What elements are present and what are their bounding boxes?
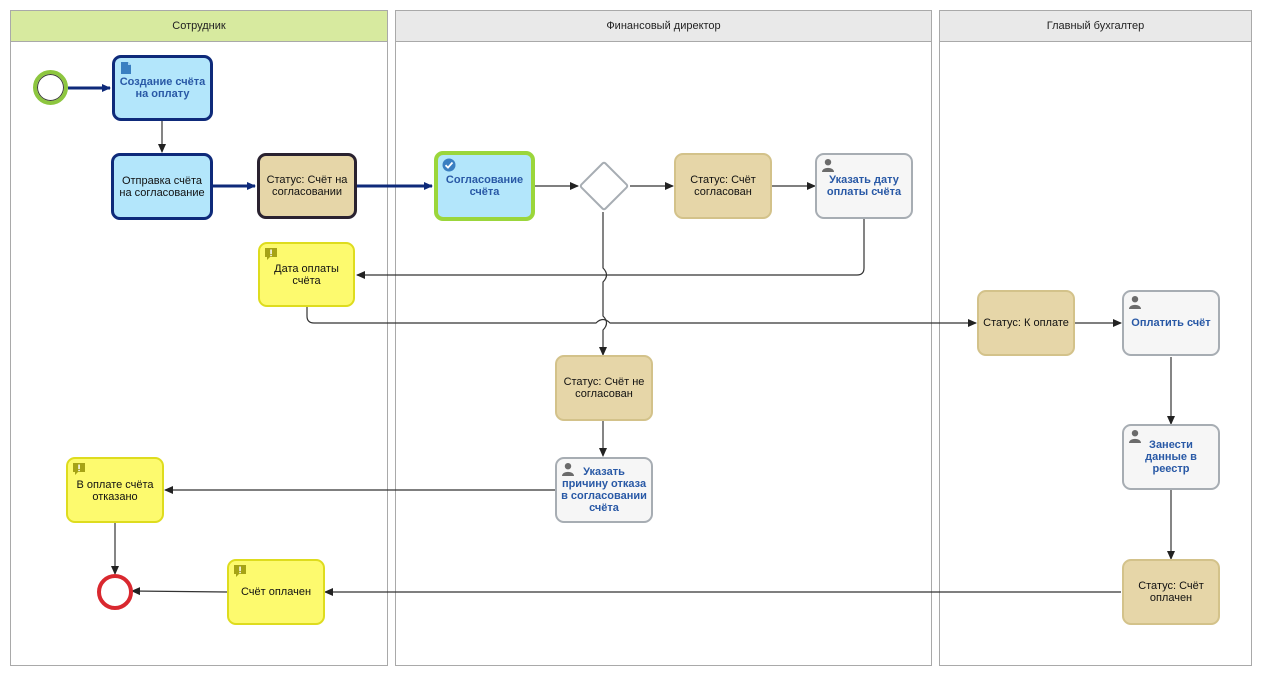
task-pay-invoice-label: Оплатить счёт — [1131, 317, 1211, 329]
task-specify-reject-reason-label: Указать причину отказа в согласовании сч… — [561, 466, 647, 514]
note-payment-date[interactable]: Дата оплаты счёта — [258, 242, 355, 307]
task-set-payment-date[interactable]: Указать дату оплаты счёта — [815, 153, 913, 219]
task-specify-reject-reason[interactable]: Указать причину отказа в согласовании сч… — [555, 457, 653, 523]
user-icon — [562, 463, 574, 476]
message-icon — [234, 565, 246, 577]
note-payment-refused[interactable]: В оплате счёта отказано — [66, 457, 164, 523]
lane-chief-accountant-header: Главный бухгалтер — [940, 11, 1251, 42]
lane-employee-header: Сотрудник — [11, 11, 387, 42]
note-payment-date-label: Дата оплаты счёта — [274, 262, 339, 287]
start-event[interactable] — [33, 70, 68, 105]
status-on-approval[interactable]: Статус: Счёт на согласовании — [257, 153, 357, 219]
status-to-pay[interactable]: Статус: К оплате — [977, 290, 1075, 356]
task-create-invoice-label: Создание счёта на оплату — [119, 76, 206, 100]
status-approved[interactable]: Статус: Счёт согласован — [674, 153, 772, 219]
check-icon — [442, 158, 456, 172]
task-send-for-approval[interactable]: Отправка счёта на согласование — [111, 153, 213, 220]
status-approved-label: Статус: Счёт согласован — [690, 174, 756, 198]
task-approve-invoice[interactable]: Согласование счёта — [434, 151, 535, 221]
status-not-approved-label: Статус: Счёт не согласован — [563, 376, 645, 400]
user-icon — [822, 159, 834, 172]
status-not-approved[interactable]: Статус: Счёт не согласован — [555, 355, 653, 421]
task-enter-registry[interactable]: Занести данные в реестр — [1122, 424, 1220, 490]
flow-gateway-to-notapproved — [599, 212, 608, 356]
status-paid[interactable]: Статус: Счёт оплачен — [1122, 559, 1220, 625]
note-payment-refused-label: В оплате счёта отказано — [76, 479, 154, 503]
user-icon — [1129, 430, 1141, 443]
lane-finance-director-header: Финансовый директор — [396, 11, 931, 42]
end-event[interactable] — [97, 574, 133, 610]
message-icon — [73, 463, 85, 475]
flow-note-to-topay — [306, 307, 977, 327]
flow-date-to-note — [356, 219, 865, 279]
document-icon — [121, 62, 131, 74]
status-on-approval-label: Статус: Счёт на согласовании — [266, 174, 348, 198]
status-to-pay-label: Статус: К оплате — [983, 317, 1069, 329]
task-pay-invoice[interactable]: Оплатить счёт — [1122, 290, 1220, 356]
message-icon — [265, 248, 277, 260]
task-create-invoice[interactable]: Создание счёта на оплату — [112, 55, 213, 121]
task-send-for-approval-label: Отправка счёта на согласование — [119, 174, 205, 199]
note-invoice-paid-label: Счёт оплачен — [240, 586, 312, 598]
task-set-payment-date-label: Указать дату оплаты счёта — [826, 174, 902, 198]
flow-paid-to-end — [131, 587, 228, 596]
user-icon — [1129, 296, 1141, 309]
task-approve-invoice-label: Согласование счёта — [445, 174, 524, 198]
status-paid-label: Статус: Счёт оплачен — [1138, 580, 1204, 604]
lane-finance-director: Финансовый директор — [395, 10, 932, 666]
note-invoice-paid[interactable]: Счёт оплачен — [227, 559, 325, 625]
task-enter-registry-label: Занести данные в реестр — [1145, 439, 1197, 475]
